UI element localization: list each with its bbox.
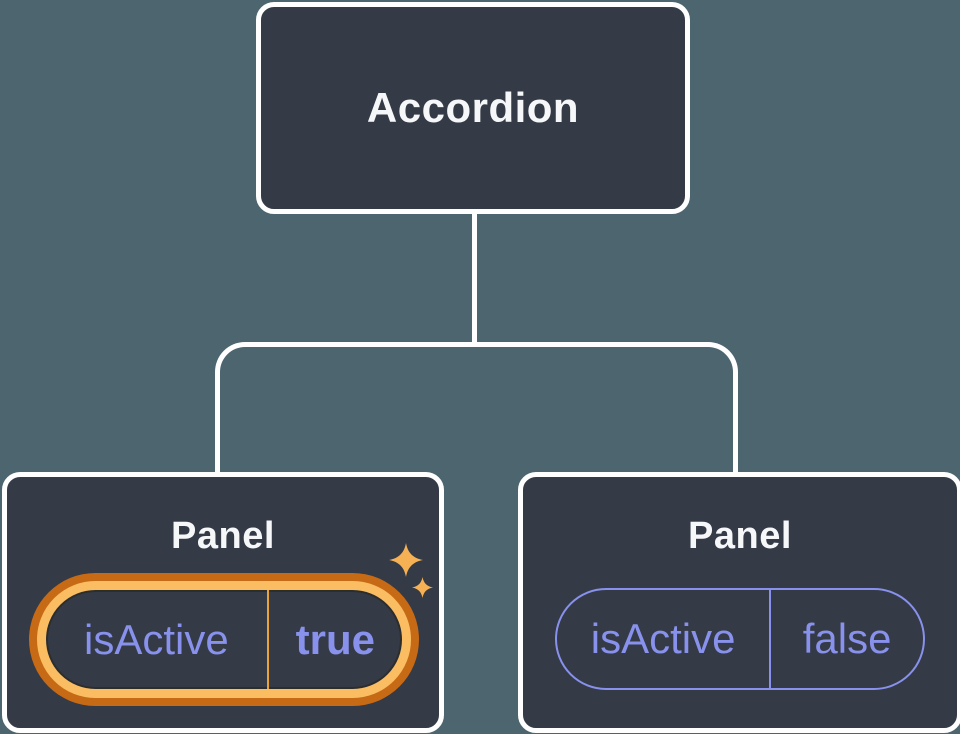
state-pill-inactive: isActive false (555, 588, 925, 690)
sparkle-small-icon (412, 577, 433, 598)
panel-label: Panel (688, 515, 792, 557)
component-box-accordion: Accordion (256, 2, 690, 214)
pill-divider (266, 590, 269, 689)
state-key: isActive (590, 615, 736, 662)
state-value: false (802, 615, 892, 662)
panel-label: Panel (171, 515, 275, 557)
state-pill-active: isActive true (37, 581, 411, 698)
component-box-panel-active: Panel isActive true (2, 472, 444, 733)
component-box-panel-inactive: Panel isActive false (518, 472, 960, 733)
tree-connector-stem (472, 212, 477, 345)
state-key: isActive (84, 615, 229, 663)
state-value: true (295, 615, 376, 663)
pill-divider (769, 590, 772, 688)
accordion-label: Accordion (366, 84, 580, 131)
sparkle-large-icon (389, 543, 423, 577)
tree-connector-bracket (215, 342, 738, 473)
